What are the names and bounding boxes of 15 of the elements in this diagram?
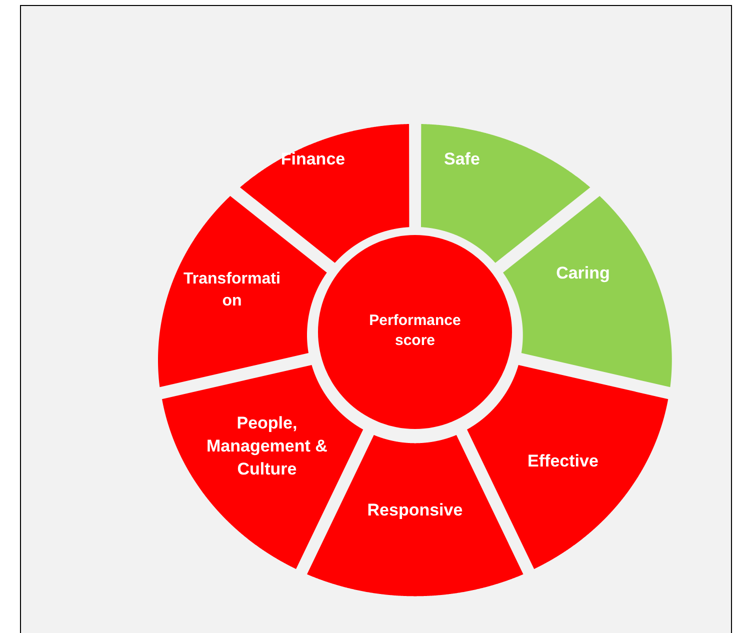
segment-label: Finance xyxy=(280,148,346,171)
segment-label: Effective xyxy=(526,450,600,473)
wheel-segment xyxy=(158,196,327,388)
segment-label: People, Management & Culture xyxy=(206,412,328,480)
segment-label: Caring xyxy=(555,262,611,285)
wheel-segment xyxy=(240,124,409,263)
wheel-segment xyxy=(467,364,668,569)
center-circle xyxy=(318,235,512,429)
segment-label: Responsive xyxy=(366,500,464,522)
segment-label: Performance score xyxy=(368,310,462,351)
wheel-segment xyxy=(421,124,590,263)
wheel-segment xyxy=(162,364,363,569)
wheel-segment xyxy=(503,196,672,388)
segment-label: Transformati on xyxy=(182,269,282,311)
segment-label: Safe xyxy=(443,148,481,171)
